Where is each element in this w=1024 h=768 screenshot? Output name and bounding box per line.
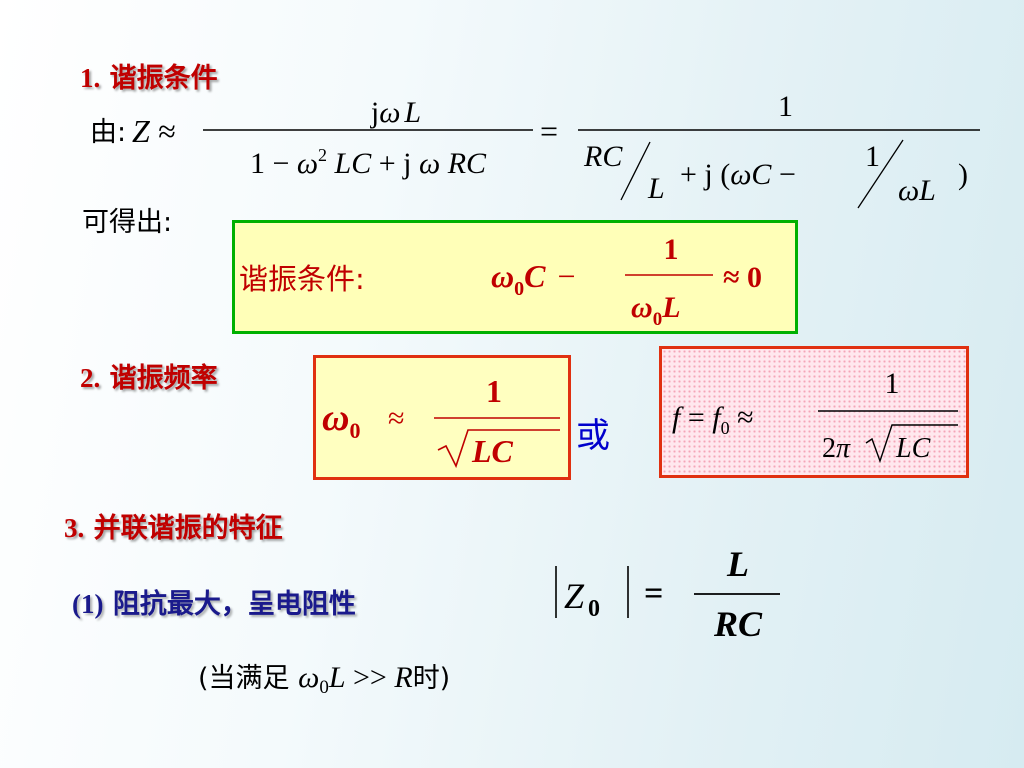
section1-title: 谐振条件: [109, 63, 218, 94]
omega0-formula-box: ω0 ≈ 1 LC: [313, 355, 571, 480]
frequency-2pi: 2π: [822, 433, 851, 464]
section2-title: 谐振频率: [109, 363, 218, 394]
condition-den: ω0L: [631, 291, 681, 330]
formula-num2: 1: [778, 90, 793, 123]
from-label: 由:: [90, 117, 127, 148]
section3-title: 并联谐振的特征: [93, 513, 283, 544]
condition-term1: ω0C−: [491, 258, 576, 300]
omega0-num: 1: [486, 373, 502, 409]
z0-equals: =: [644, 575, 663, 612]
item1-text: 阻抗最大，呈电阻性: [112, 589, 356, 620]
section3-heading: 3. 并联谐振的特征: [64, 506, 283, 545]
formula-den2-b: L: [647, 172, 665, 205]
section1-number: 1.: [80, 63, 101, 93]
formula-equals: =: [540, 113, 558, 149]
omega0-den: LC: [471, 433, 514, 469]
omega0-formula: ω0 ≈ 1 LC: [322, 373, 560, 469]
formula-den2-c: + j (ωC −: [680, 158, 796, 191]
formula-den2-a: RC: [583, 140, 623, 173]
z0-den: RC: [713, 604, 763, 644]
formula-lhs: Z ≈: [132, 113, 175, 149]
section2-heading: 2. 谐振频率: [80, 356, 218, 395]
formula-den1: 1 − ω2 LC + j ω RC: [250, 145, 487, 180]
frequency-formula: f = f0 ≈ 1 2π LC: [672, 367, 958, 464]
condition-math: ω0L >> R: [298, 661, 413, 698]
omega0-approx: ≈: [388, 402, 404, 435]
omega0-sqrt: [437, 429, 560, 469]
slash-1: [620, 141, 651, 201]
slash-2: [857, 139, 904, 209]
result-label: 可得出:: [82, 207, 173, 238]
frequency-num: 1: [885, 367, 900, 400]
omega0-symbol: ω0: [322, 397, 360, 443]
section1-heading: 1. 谐振条件: [80, 56, 218, 95]
section3-number: 3.: [64, 513, 85, 543]
item1-heading: (1) 阻抗最大，呈电阻性: [72, 582, 356, 621]
condition-label: 谐振条件:: [239, 262, 365, 296]
resonance-condition-box: 谐振条件: ω0C− 1 ω0L ≈ 0: [232, 220, 798, 334]
frequency-formula-box: f = f0 ≈ 1 2π LC: [659, 346, 969, 478]
section2-number: 2.: [80, 363, 101, 393]
frequency-lhs: f = f0 ≈: [672, 401, 754, 438]
condition-open: (当满足: [198, 663, 290, 694]
condition-close: 时): [412, 663, 451, 694]
item1-number: (1): [72, 589, 104, 619]
frequency-sqrt: [865, 424, 958, 464]
z0-num: L: [726, 544, 749, 584]
condition-formula: ω0C− 1 ω0L ≈ 0: [491, 233, 762, 330]
condition-num: 1: [664, 233, 679, 266]
formula-den2-e: ωL: [898, 174, 936, 207]
formula-den2-f: ): [958, 158, 968, 191]
frequency-den: LC: [895, 433, 931, 464]
condition-approx-zero: ≈ 0: [723, 261, 762, 294]
or-connector: 或: [576, 416, 610, 456]
formula-den2-d: 1: [865, 140, 880, 173]
condition-note: (当满足 ω0L >> R时): [198, 656, 450, 699]
